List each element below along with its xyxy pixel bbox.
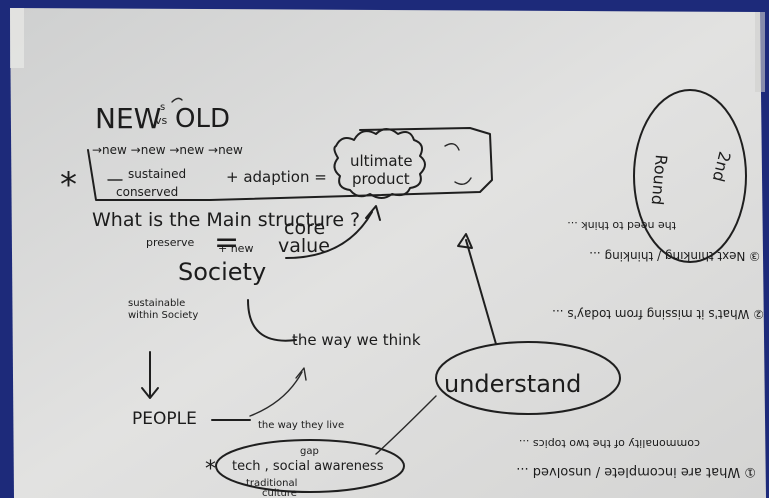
grouping-bracket xyxy=(87,127,493,201)
asterisk-1: * xyxy=(60,165,77,205)
preserve-text: preserve xyxy=(146,236,195,249)
understand-ellipse xyxy=(435,341,621,415)
people-text: PEOPLE xyxy=(132,409,197,429)
conserved-text: conserved xyxy=(116,185,178,199)
arrow-society-to-think xyxy=(247,299,297,342)
gap-text: gap xyxy=(300,446,319,457)
title-vs: vs xyxy=(155,114,168,127)
main-structure-text: What is the Main structure ? xyxy=(92,209,360,231)
asterisk-2: * xyxy=(205,457,216,482)
title-small: s xyxy=(160,102,165,113)
the-way-we-think-text: the way we think xyxy=(292,331,421,349)
paper-fold xyxy=(755,12,765,92)
gap-ellipse xyxy=(215,439,405,493)
arrow-understand-up xyxy=(465,239,497,345)
sustainable-text: sustainable xyxy=(128,298,185,309)
question-3-line2: the need to think ... xyxy=(567,219,676,232)
arrow-chain: →new →new →new →new xyxy=(92,143,243,157)
adaption-text: + adaption = xyxy=(226,168,327,186)
question-1-line1: ① What are incomplete / unsolved ... xyxy=(516,464,756,479)
sustained-text: sustained xyxy=(128,167,186,181)
cloud-curl-1 xyxy=(444,143,460,151)
ultimate-product-cloud xyxy=(333,128,426,199)
product-text: product xyxy=(352,170,410,188)
equals-sign: = xyxy=(214,225,239,260)
question-2-line1: ② What's it missing from today's ... xyxy=(552,307,764,321)
round-text: Round xyxy=(648,154,671,206)
plus-new-text: + new xyxy=(218,242,253,255)
title-old: OLD xyxy=(175,104,230,134)
tech-social-text: tech , social awareness xyxy=(232,459,384,474)
question-1-line2: commonality of the two topics ... xyxy=(519,437,700,450)
value-text: value xyxy=(278,235,330,257)
ultimate-text: ultimate xyxy=(350,152,413,170)
understand-text: understand xyxy=(444,370,581,398)
core-text: core xyxy=(284,217,325,239)
the-way-they-live-text: the way they live xyxy=(258,420,344,431)
question-3-line1: ③ Next thinking / thinking ... xyxy=(589,249,760,263)
title-new: NEW xyxy=(95,102,161,135)
round-ellipse xyxy=(633,89,747,263)
title-squiggle xyxy=(171,97,183,103)
arrow-value-to-product xyxy=(285,211,373,259)
line-understand-to-gap xyxy=(375,395,437,455)
arrowhead-2 xyxy=(295,367,307,381)
tape-strip xyxy=(10,8,24,68)
cloud-curl-2 xyxy=(454,177,472,185)
paper-sheet xyxy=(10,8,766,498)
arrow-live-to-think xyxy=(249,371,303,417)
society-text: Society xyxy=(178,258,266,286)
within-society-text: within Society xyxy=(128,310,198,321)
arrowhead-3 xyxy=(457,233,473,249)
arrowhead-1 xyxy=(365,205,381,221)
traditional-text: traditional xyxy=(246,478,297,489)
culture-text: culture xyxy=(262,488,297,498)
arrowhead-down xyxy=(141,387,159,399)
